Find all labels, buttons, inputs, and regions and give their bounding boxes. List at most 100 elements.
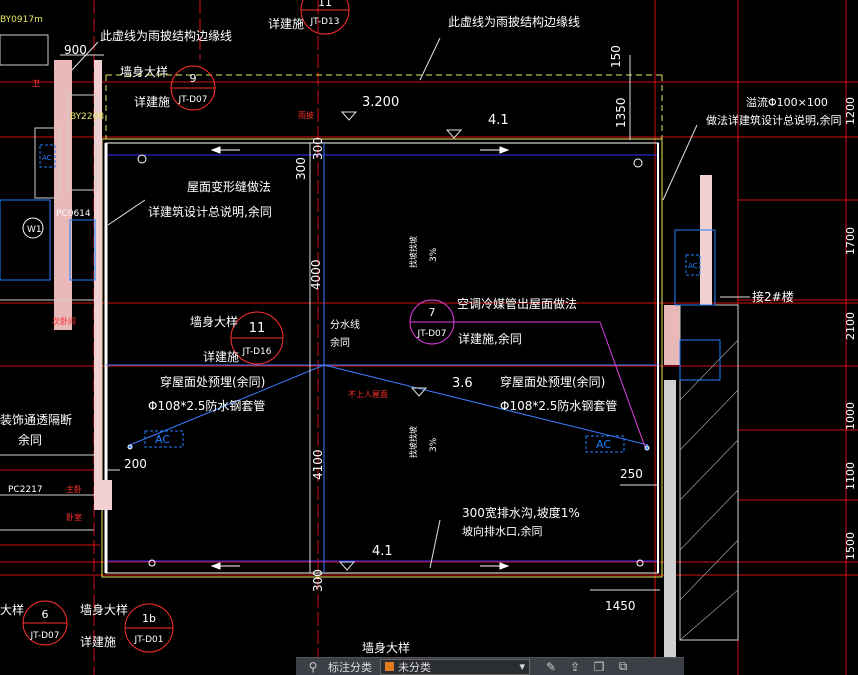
right-dim-1500: 1500 <box>844 532 857 560</box>
elevation-4-1-bottom: 4.1 <box>372 544 393 559</box>
canopy-edge-note-left: 此虚线为雨披结构边缘线 <box>100 28 232 43</box>
dim-300-bottom: 300 <box>311 569 325 592</box>
toolbar-category-label: 标注分类 <box>328 660 372 674</box>
canopy-red-label: 雨披 <box>298 110 314 120</box>
dim-250: 250 <box>620 467 643 481</box>
w1-circle <box>22 217 44 239</box>
wall-detail-label-3: 墙身大样 <box>80 602 128 617</box>
ac-label-3: AC <box>42 154 52 162</box>
overflow-ref: 做法详建筑设计总说明,余同 <box>706 113 842 127</box>
dim-300-top: 300 <box>311 137 325 160</box>
callout-11-ref: JT-D16 <box>242 347 272 357</box>
callout-7-num: 7 <box>429 306 436 319</box>
layer-name: 未分类 <box>398 660 431 674</box>
layer-color-swatch <box>385 662 394 671</box>
left-walls <box>0 34 112 531</box>
callout-top-num: 11 <box>318 0 332 9</box>
callout-6-ref: JT-D07 <box>30 631 60 641</box>
dim-200: 200 <box>124 457 147 471</box>
pc2217-label: PC2217 <box>8 485 43 495</box>
canopy-edge-note-top: 此虚线为雨披结构边缘线 <box>448 14 580 29</box>
slope-pct-2: 3% <box>429 437 439 452</box>
dim-4000: 4000 <box>309 259 323 290</box>
dim-1450: 1450 <box>605 599 636 613</box>
roof-joint-note: 屋面变形缝做法 <box>187 179 271 194</box>
right-dim-1700: 1700 <box>844 227 857 255</box>
see-detail-label-3: 详建施 <box>80 634 116 649</box>
gutter-note: 300宽排水沟,坡度1% <box>462 505 580 520</box>
ac-units <box>39 144 701 453</box>
ac-pipe-ref: 详建施,余同 <box>458 331 522 346</box>
dim-150: 150 <box>609 45 623 68</box>
stair-link-note: 接2#楼 <box>752 289 794 304</box>
tag-top: BY0917m <box>0 15 43 25</box>
ac-pipe-note: 空调冷媒管出屋面做法 <box>457 296 577 311</box>
layer-select[interactable]: 未分类 ▾ <box>380 658 530 675</box>
pc0614-label: PC0614 <box>56 209 91 219</box>
gutter-ref: 坡向排水口,余同 <box>462 524 543 538</box>
wall-detail-label-2: 墙身大样 <box>190 314 238 329</box>
embed-spec-right: Φ108*2.5防水钢套管 <box>500 398 617 413</box>
right-dim-1100: 1100 <box>844 462 857 490</box>
callout-7-ref: JT-D07 <box>417 329 447 339</box>
slope-pct-1: 3% <box>429 247 439 262</box>
embed-spec-left: Φ108*2.5防水钢套管 <box>148 398 265 413</box>
deco-grille-note: 装饰通透隔断 <box>0 412 72 427</box>
callout-1b-num: 1b <box>142 612 156 625</box>
callout-top-ref: JT-D13 <box>310 17 340 27</box>
pen-icon[interactable]: ✎ <box>545 659 557 674</box>
dim-4100: 4100 <box>311 449 325 480</box>
drain-points <box>127 154 650 567</box>
ac-label-4: AC <box>688 262 698 270</box>
right-dim-1200: 1200 <box>844 97 857 125</box>
overflow-note: 溢流Φ100×100 <box>746 95 828 109</box>
elevation-marks <box>338 111 463 571</box>
callout-circles <box>22 0 455 653</box>
elevation-3-6: 3.6 <box>452 376 473 391</box>
dimension-lines <box>60 54 660 591</box>
dim-1350: 1350 <box>614 97 628 128</box>
slope-label-1: 找坡找坡 <box>408 236 418 268</box>
export-icon[interactable]: ⇪ <box>569 659 581 674</box>
annotation-toolbar: ⚲ 标注分类 未分类 ▾ ✎ ⇪ ❐ ⧉ <box>296 657 684 675</box>
ac-label-2: AC <box>596 438 611 451</box>
water-divide-label: 分水线 <box>330 318 360 331</box>
flow-arrows <box>210 146 510 570</box>
see-detail-top: 详建施 <box>268 16 304 31</box>
callout-6-num: 6 <box>42 608 49 621</box>
right-dim-2100: 2100 <box>844 312 857 340</box>
roof-outline <box>101 74 663 578</box>
by2208-label: BY2208 <box>70 112 104 122</box>
embed-note-left: 穿屋面处预埋(余同) <box>160 374 265 389</box>
elevation-3200: 3.200 <box>362 95 399 110</box>
see-detail-label-1: 详建施 <box>134 94 170 109</box>
paste-icon[interactable]: ⧉ <box>618 659 628 673</box>
callout-1b-ref: JT-D01 <box>134 635 164 645</box>
water-divide-same: 余同 <box>330 336 350 349</box>
deco-grille-same: 余同 <box>18 432 42 447</box>
slope-label-2: 找坡找坡 <box>408 426 418 458</box>
no-access-roof-label: 不上人屋面 <box>348 390 388 399</box>
see-detail-label-2: 详建施 <box>203 349 239 364</box>
copy-icon[interactable]: ❐ <box>593 659 605 674</box>
room-label: 次卧间 <box>52 316 76 326</box>
ac-label-1: AC <box>155 433 170 446</box>
callout-9-ref: JT-D07 <box>178 95 208 105</box>
right-walls <box>664 175 739 660</box>
washroom-label: 卫 <box>32 79 40 88</box>
elevation-4-1-top: 4.1 <box>488 113 509 128</box>
master-bed-label: 主卧 <box>66 484 82 494</box>
right-dim-1000: 1000 <box>844 402 857 430</box>
annotation-icon[interactable]: ⚲ <box>308 659 318 674</box>
ac-leader-2 <box>599 321 646 448</box>
embed-note-right: 穿屋面处预埋(余同) <box>500 374 605 389</box>
roof-joint-ref: 详建筑设计总说明,余同 <box>148 204 272 219</box>
dim-300-left: 300 <box>294 157 308 180</box>
leader-lines <box>71 37 750 569</box>
w1-label: W1 <box>27 225 42 235</box>
bedroom-label: 卧室 <box>66 512 82 522</box>
chevron-down-icon: ▾ <box>519 660 525 673</box>
wall-detail-label-5: 墙身大样 <box>362 640 410 655</box>
